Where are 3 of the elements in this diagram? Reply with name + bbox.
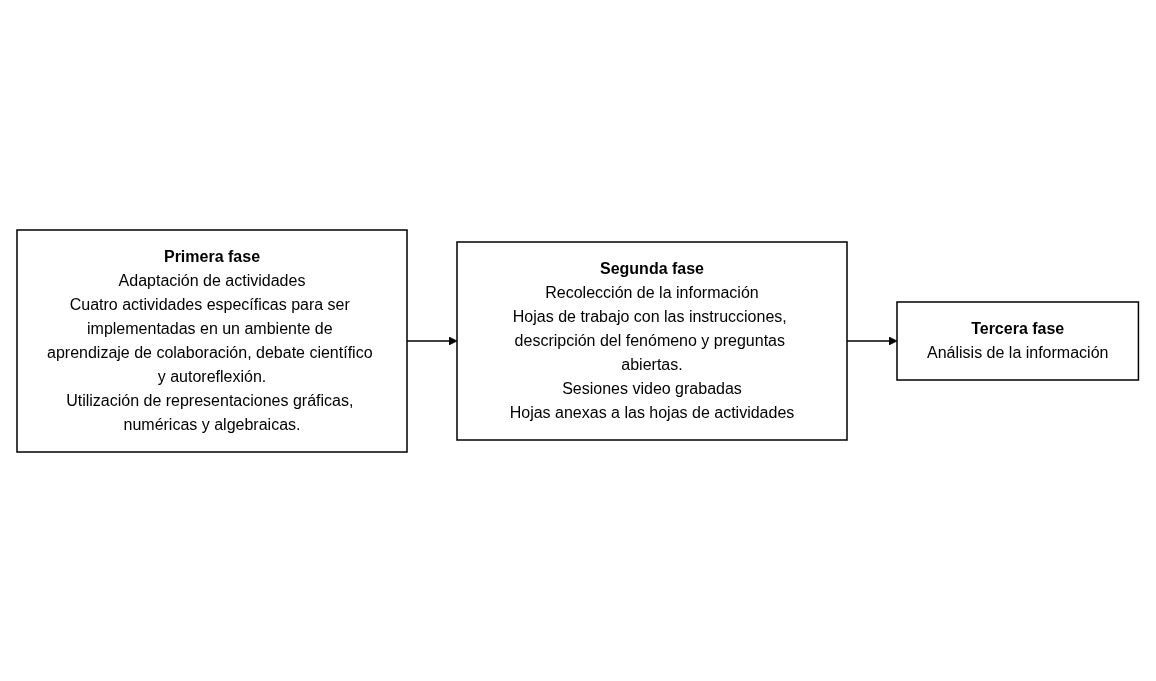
node-box: Primera fase Adaptación de actividades Cuatro actividades específicas para ser implementadas en un ambiente de aprendizaje de colaboración, debate científico y autoreflexión. Utilización de representaciones gráficas, numéricas y algebraicas. bbox=[16, 228, 409, 453]
node-box: Segunda fase Recolección de la información Hojas de trabajo con las instrucciones, descripción del fenómeno y preguntas abiertas. Sesiones video grabadas Hojas anexas a las hojas de actividades bbox=[456, 240, 849, 441]
node-box: Tercera fase Análisis de la información bbox=[896, 300, 1140, 381]
